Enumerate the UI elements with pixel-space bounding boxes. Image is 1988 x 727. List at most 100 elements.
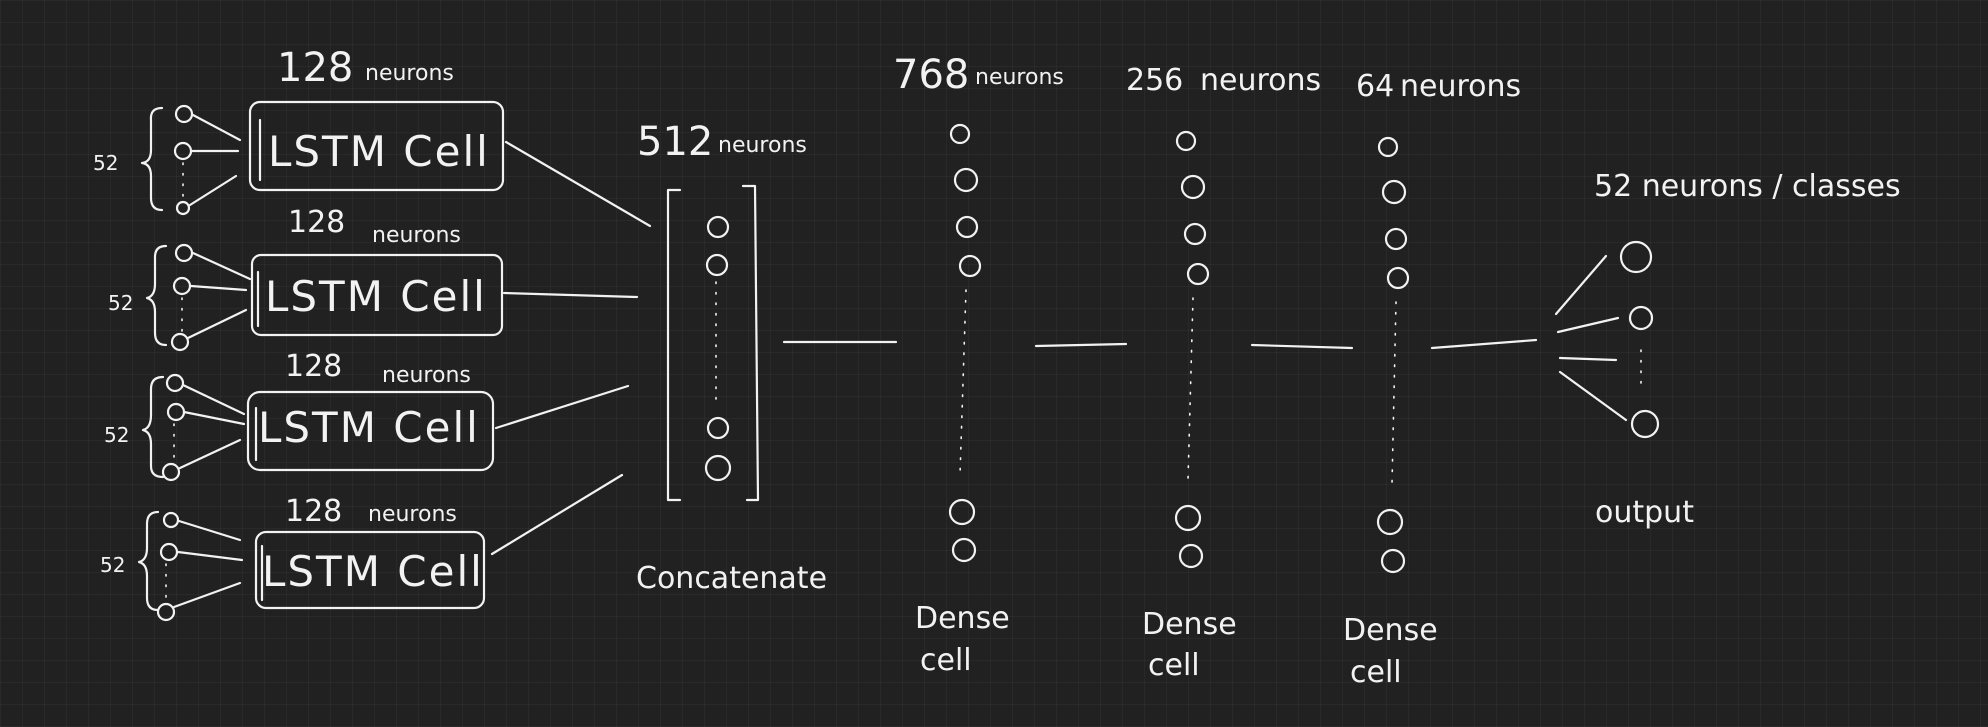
dense-layer-1: 768 neurons Dense cell (893, 52, 1064, 678)
dense-neuron (1178, 543, 1204, 569)
input-count-label: 52 (93, 151, 118, 175)
dense-neuron (951, 537, 977, 563)
dense-neuron (1174, 504, 1202, 532)
input-neuron (165, 373, 185, 393)
fan-out-line (1558, 370, 1628, 422)
fan-out-line (1558, 356, 1618, 362)
concat-neuron-unit: neurons (718, 133, 807, 158)
input-brace (137, 510, 160, 612)
lstm-branch-3: 52 LSTM Cell 128 neurons (104, 349, 495, 482)
input-count-label: 52 (100, 553, 125, 577)
lstm-cell-box (248, 100, 505, 192)
dense-neuron-count: 768 (893, 52, 969, 98)
dense-neuron (1380, 548, 1406, 574)
input-neuron (162, 511, 180, 529)
input-neuron (161, 462, 181, 482)
connection-line (178, 438, 242, 470)
concat-neuron-count: 512 (637, 119, 713, 165)
dense-neuron (958, 254, 982, 278)
input-neuron (159, 542, 179, 562)
lstm-neuron-count: 128 (277, 45, 353, 91)
connection-line (494, 384, 630, 430)
lstm-to-concat-connections (490, 140, 652, 556)
ellipsis-dots (1391, 301, 1397, 485)
connection-line (177, 519, 242, 542)
connection-line (189, 284, 248, 292)
output-neuron (1630, 409, 1660, 439)
dense-layer-2: 256 neurons Dense cell (1126, 63, 1321, 683)
input-brace (141, 375, 165, 479)
lstm-cell-box (254, 530, 486, 610)
lstm-neuron-unit: neurons (368, 502, 457, 527)
lstm-branch-4: 52 LSTM Cell 128 neurons (100, 494, 486, 622)
lstm-cell-label: LSTM Cell (262, 547, 484, 596)
output-neuron (1619, 240, 1653, 274)
lstm-neuron-unit: neurons (372, 223, 461, 248)
dense3-to-output-connection (1430, 338, 1538, 350)
dense-neuron (1386, 266, 1410, 290)
fan-out-line (1554, 254, 1608, 316)
connection-line (502, 291, 639, 299)
dense-label-line1: Dense (915, 601, 1010, 636)
lstm-cell-label: LSTM Cell (265, 272, 487, 321)
ellipsis-dots (1187, 297, 1194, 481)
dense-label-line2: cell (1350, 655, 1402, 690)
lstm-neuron-count: 128 (288, 205, 345, 240)
input-neuron (174, 104, 194, 124)
dense-neuron (1186, 262, 1210, 286)
dense-label-line2: cell (920, 643, 972, 678)
dense-neuron (1376, 508, 1404, 536)
lstm-neuron-unit: neurons (382, 363, 471, 388)
dense-label-line1: Dense (1142, 607, 1237, 642)
lstm-branch-2: 52 LSTM Cell 128 neurons (108, 205, 504, 352)
input-neuron (166, 402, 186, 422)
dense-neuron (1183, 222, 1207, 246)
lstm-neuron-count: 128 (285, 494, 342, 529)
dense-neuron (953, 167, 979, 193)
concatenate-layer: 512 neurons Concatenate (636, 119, 827, 596)
concat-neuron (705, 253, 729, 277)
dense-neuron (955, 215, 979, 239)
dense-neuron-unit: neurons (975, 65, 1064, 90)
connection-line (191, 113, 242, 142)
output-header: 52 neurons / classes (1594, 169, 1901, 204)
dense-neuron (949, 123, 971, 145)
dense-neuron (1384, 227, 1408, 251)
dense-layer-3: 64 neurons Dense cell (1343, 69, 1521, 690)
connection-line (181, 383, 246, 416)
connection-line (186, 308, 248, 340)
dense-neuron-unit: neurons (1200, 63, 1321, 98)
lstm-cell-box (250, 253, 504, 337)
connection-line (182, 410, 246, 426)
input-neuron (174, 243, 194, 263)
dense-neuron (1175, 130, 1197, 152)
lstm-cell-label: LSTM Cell (268, 127, 490, 176)
lstm-neuron-unit: neurons (365, 61, 454, 86)
input-count-label: 52 (104, 423, 129, 447)
dense-label-line2: cell (1148, 648, 1200, 683)
concat-right-bracket (741, 184, 760, 502)
input-brace (145, 244, 168, 347)
dense-neuron-count: 64 (1356, 69, 1394, 104)
input-neuron (170, 332, 190, 352)
connection-line (176, 550, 244, 562)
connection-line (490, 473, 624, 556)
input-neuron (173, 141, 193, 161)
concat-neuron (704, 454, 732, 482)
connection-line (172, 581, 242, 609)
input-count-label: 52 (108, 291, 133, 315)
connection-line (188, 174, 238, 207)
concat-label: Concatenate (636, 561, 827, 596)
lstm-cell-box (246, 390, 495, 472)
input-neuron (172, 276, 192, 296)
output-layer: 52 neurons / classes output (1554, 169, 1901, 530)
fan-out-line (1556, 316, 1620, 334)
lstm-cell-label: LSTM Cell (258, 403, 480, 452)
concat-left-bracket (666, 188, 682, 502)
dense-neuron (1377, 136, 1399, 158)
dense-label-line1: Dense (1343, 613, 1438, 648)
dense1-to-dense2-connection (1034, 342, 1128, 348)
dense-neuron-unit: neurons (1400, 69, 1521, 104)
input-neuron (175, 200, 191, 216)
